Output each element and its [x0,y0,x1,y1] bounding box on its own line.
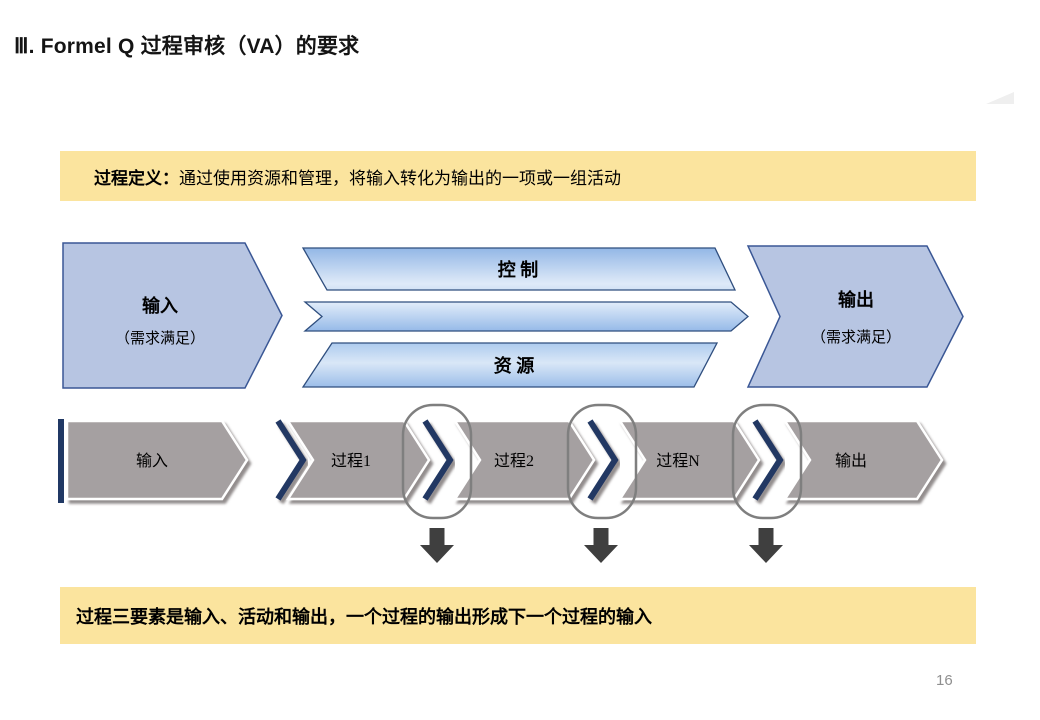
input-pentagon-shape [62,242,283,389]
chain-label-process1: 过程1 [331,452,371,470]
output-chevron-shape [746,245,964,388]
chain-navy-edge-2 [422,419,454,501]
process-definition-banner: 过程定义：通过使用资源和管理，将输入转化为输出的一项或一组活动 [60,151,976,201]
down-arrow-3 [749,528,783,563]
control-label: 控 制 [498,259,539,280]
down-arrow-2 [584,528,618,563]
process-definition-text: 过程定义：通过使用资源和管理，将输入转化为输出的一项或一组活动 [60,164,621,189]
definition-body: 通过使用资源和管理，将输入转化为输出的一项或一组活动 [179,168,621,188]
output-subtitle: （需求满足） [811,329,901,346]
resource-band-shape [301,342,719,388]
chain-navy-edge-3 [587,419,619,501]
flow-arrow-shape [303,301,750,332]
junction-capsule-2 [566,403,638,520]
chain-label-output: 输出 [835,452,867,470]
process-summary-banner: 过程三要素是输入、活动和输出，一个过程的输出形成下一个过程的输入 [60,587,976,644]
output-title: 输出 [838,289,874,310]
input-title: 输入 [142,295,178,316]
faint-wedge-decoration [986,92,1014,104]
process-summary-text: 过程三要素是输入、活动和输出，一个过程的输出形成下一个过程的输入 [76,606,652,627]
definition-label: 过程定义： [94,168,179,188]
chain-label-process2: 过程2 [494,452,534,470]
chain-navy-edge-4 [752,419,784,501]
down-arrow-1 [420,528,454,563]
chain-label-processN: 过程N [656,452,700,470]
chain-label-input: 输入 [136,452,168,470]
input-subtitle: （需求满足） [115,330,205,347]
chain-step-output [782,419,944,501]
junction-capsule-3 [731,403,803,520]
chain-step-input [65,419,249,501]
page-number: 16 [936,672,953,689]
resource-label: 资 源 [494,355,535,376]
control-band-shape [301,247,737,291]
junction-capsule-1 [401,403,473,520]
chain-start-bar [58,419,64,503]
page-title: Ⅲ. Formel Q 过程审核（VA）的要求 [14,35,360,58]
chain-navy-edge-1 [275,419,307,501]
